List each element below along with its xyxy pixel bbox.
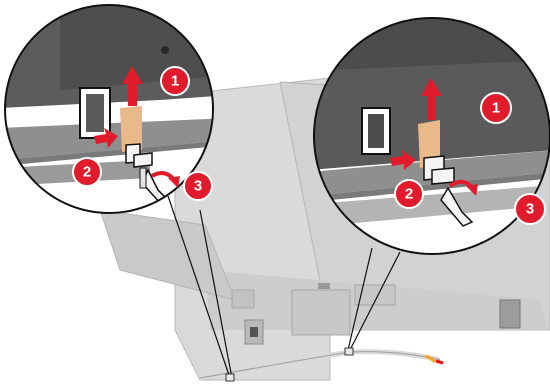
svg-text:2: 2 (83, 164, 91, 181)
svg-text:3: 3 (526, 201, 534, 218)
left-anchor (226, 374, 234, 381)
svg-text:1: 1 (492, 100, 500, 117)
right-badge-3: 3 (515, 194, 545, 224)
svg-text:3: 3 (194, 178, 202, 195)
svg-text:1: 1 (171, 73, 179, 90)
right-badge-1: 1 (481, 93, 511, 123)
right-anchor (345, 348, 353, 355)
svg-text:2: 2 (405, 186, 413, 203)
left-badge-1: 1 (161, 67, 189, 95)
left-callout: 1 2 3 (0, 0, 230, 230)
left-badge-3: 3 (184, 172, 212, 200)
right-badge-2: 2 (395, 180, 423, 208)
left-badge-2: 2 (73, 158, 101, 186)
